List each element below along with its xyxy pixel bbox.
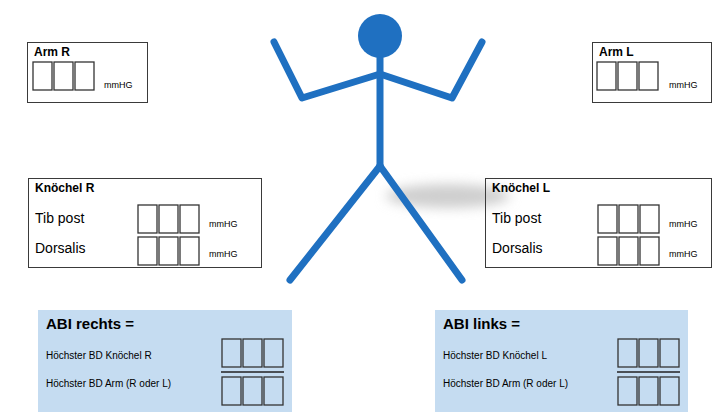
abi-digits xyxy=(639,339,658,367)
arm-box: Arm R mmHG xyxy=(27,42,148,103)
bp-digits xyxy=(640,237,659,265)
artery-label: Dorsalis xyxy=(35,240,86,256)
bp-digits xyxy=(598,205,617,233)
bp-digits xyxy=(54,62,73,90)
ankle-box: Knöchel L Tib post mmHG Dorsalis mmHG xyxy=(485,178,712,268)
bp-digits xyxy=(619,205,638,233)
bp-digits xyxy=(639,62,658,90)
abi-digits xyxy=(264,377,283,405)
fraction-label: Höchster BD Knöchel R xyxy=(46,350,152,362)
unit-label: mmHG xyxy=(209,219,238,229)
figure-leg xyxy=(290,166,380,280)
abi-digits xyxy=(264,339,283,367)
unit-label: mmHG xyxy=(209,249,238,259)
box-title: Arm R xyxy=(34,46,70,60)
abi-digits xyxy=(222,377,241,405)
bp-digits xyxy=(180,237,199,265)
artery-label: Tib post xyxy=(35,210,84,226)
abi-digits xyxy=(660,377,679,405)
abi-title: ABI rechts = xyxy=(46,315,134,332)
fraction-bar xyxy=(617,371,680,373)
figure-head xyxy=(358,14,402,58)
abi-digits xyxy=(660,339,679,367)
bp-digits xyxy=(33,62,52,90)
bp-digits xyxy=(159,205,178,233)
bp-digits xyxy=(75,62,94,90)
stick-figure xyxy=(274,42,482,280)
unit-label: mmHG xyxy=(104,80,133,90)
box-title: Arm L xyxy=(599,46,634,60)
fraction-label: Höchster BD Arm (R oder L) xyxy=(46,378,171,390)
abi-digits xyxy=(222,339,241,367)
abi-digits xyxy=(618,339,637,367)
unit-label: mmHG xyxy=(669,249,698,259)
box-title: Knöchel R xyxy=(35,182,94,196)
ankle-box: Knöchel R Tib post mmHG Dorsalis mmHG xyxy=(28,178,262,268)
artery-label: Tib post xyxy=(492,210,541,226)
abi-box: ABI rechts = Höchster BD Knöchel R Höchste… xyxy=(38,310,292,412)
fraction-label: Höchster BD Knöchel L xyxy=(443,350,547,362)
arm-box: Arm L mmHG xyxy=(592,42,712,103)
artery-label: Dorsalis xyxy=(492,240,543,256)
bp-digits xyxy=(159,237,178,265)
bp-digits xyxy=(180,205,199,233)
bp-digits xyxy=(138,237,157,265)
fraction-label: Höchster BD Arm (R oder L) xyxy=(443,378,568,390)
fraction-bar xyxy=(221,371,284,373)
abi-digits xyxy=(243,377,262,405)
bp-digits xyxy=(597,62,616,90)
unit-label: mmHG xyxy=(669,219,698,229)
bp-digits xyxy=(138,205,157,233)
abi-title: ABI links = xyxy=(443,315,520,332)
bp-digits xyxy=(619,237,638,265)
abi-panel xyxy=(435,310,688,412)
bp-digits xyxy=(618,62,637,90)
bp-digits xyxy=(598,237,617,265)
abi-box: ABI links = Höchster BD Knöchel L Höchster… xyxy=(435,310,688,412)
abi-digits xyxy=(243,339,262,367)
figure-leg xyxy=(380,166,462,280)
unit-label: mmHG xyxy=(669,80,698,90)
abi-digits xyxy=(618,377,637,405)
abi-digits xyxy=(639,377,658,405)
bp-digits xyxy=(640,205,659,233)
abi-panel xyxy=(38,310,292,412)
box-title: Knöchel L xyxy=(492,182,550,196)
